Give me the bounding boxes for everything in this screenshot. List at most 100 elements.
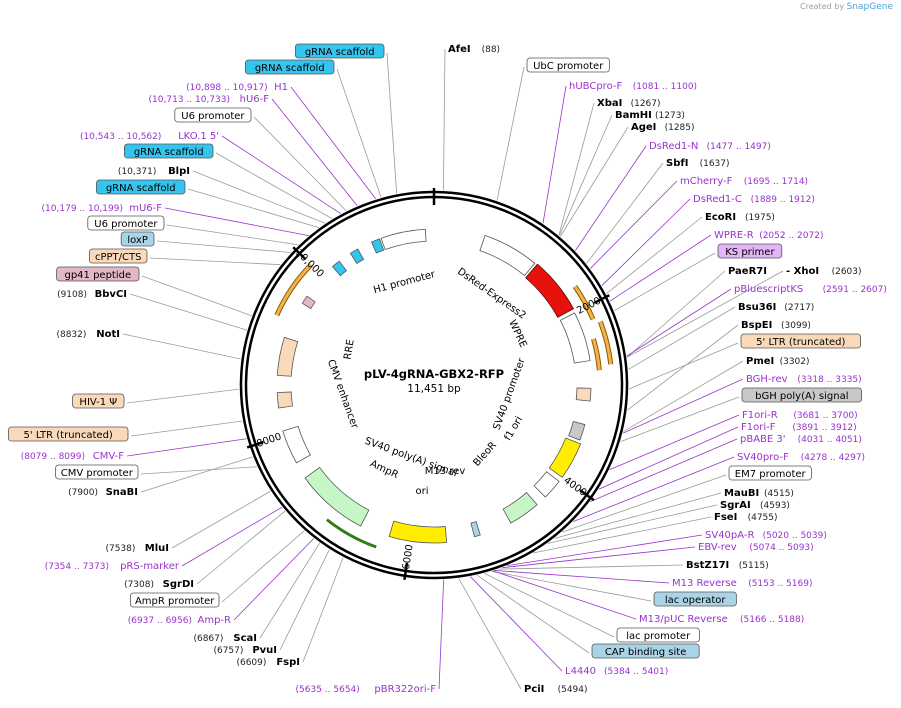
leader-line xyxy=(181,506,283,567)
leader-line xyxy=(627,324,739,411)
leader-line xyxy=(484,573,615,638)
leader-line xyxy=(609,234,712,302)
primer-label: SV40pro-F xyxy=(737,452,789,463)
position-label: (1889 .. 1912) xyxy=(751,195,815,205)
feature-label-box xyxy=(294,43,385,59)
primer-label: DsRed1-N xyxy=(649,141,698,152)
bleor-feature xyxy=(502,492,538,524)
sv40-promoter-feature xyxy=(533,471,560,498)
leader-line xyxy=(271,98,358,207)
enzyme-label: BstZ17I xyxy=(686,560,729,571)
leader-line xyxy=(129,293,247,331)
position-label: (3302) xyxy=(780,357,810,367)
leader-line xyxy=(221,530,305,603)
leader-line xyxy=(140,466,257,475)
position-label: (3891 .. 3912) xyxy=(792,423,856,433)
feature-label-box xyxy=(717,243,783,259)
enzyme-label: XbaI xyxy=(597,98,622,109)
position-label: (3681 .. 3700) xyxy=(793,411,857,421)
leader-line xyxy=(498,564,684,570)
feature-label: EM7 promoter xyxy=(735,469,807,480)
leader-line xyxy=(590,180,678,269)
leader-line xyxy=(458,578,522,690)
enzyme-label: BlpI xyxy=(168,166,190,177)
position-label: (5153 .. 5169) xyxy=(748,579,812,589)
feature-label-box xyxy=(616,627,700,643)
enzyme-label: ScaI xyxy=(233,633,257,644)
plasmid-name: pLV-4gRNA-GBX2-RFP xyxy=(364,367,504,381)
feature-label: 5' LTR (truncated) xyxy=(756,337,845,348)
feature-label: AmpR promoter xyxy=(135,596,215,607)
position-label: (7900) xyxy=(68,488,98,498)
tick-mark xyxy=(292,246,307,260)
leader-line xyxy=(598,426,739,490)
feature-label: CMV promoter xyxy=(61,468,134,479)
position-label: (5494) xyxy=(558,685,588,695)
credit-prefix: Created by xyxy=(800,2,845,11)
primer-label: pBluescriptKS xyxy=(734,284,803,295)
feature-label-box xyxy=(120,231,155,247)
feature-label: bGH poly(A) signal xyxy=(755,391,848,402)
wpre-orange-arrow-fill xyxy=(573,285,595,321)
tick-mark xyxy=(403,562,409,580)
position-label: (1975) xyxy=(745,213,775,223)
primer-label: F1ori-F xyxy=(741,422,776,433)
tick-label: 6000 xyxy=(401,544,416,571)
leader-line xyxy=(259,542,321,639)
leader-line xyxy=(606,216,703,295)
feature-label: U6 promoter xyxy=(181,111,245,122)
position-label: (1637) xyxy=(700,159,730,169)
position-label: (88) xyxy=(482,45,500,55)
primer-label: BGH-rev xyxy=(746,374,788,385)
enzyme-label: SnaBI xyxy=(106,487,138,498)
bgh-feature xyxy=(568,421,586,441)
enzyme-label: SbfI xyxy=(666,158,688,169)
primer-label: EBV-rev xyxy=(698,542,737,553)
leader-line xyxy=(166,224,299,246)
leader-line xyxy=(609,414,740,471)
leader-line xyxy=(559,114,613,236)
leader-line xyxy=(628,306,736,370)
enzyme-label: PmeI xyxy=(746,356,774,367)
leader-line xyxy=(386,52,398,194)
enzyme-label: Bsu36I xyxy=(738,302,776,313)
leader-line xyxy=(336,68,382,198)
enzyme-label: NotI xyxy=(96,329,120,340)
ltr-orange-arrow-2-fill xyxy=(592,338,601,371)
lac-feature xyxy=(470,521,481,538)
primer-label: Amp-R xyxy=(198,615,232,626)
tick-label: 10,000 xyxy=(293,247,326,279)
enzyme-label: MluI xyxy=(145,543,169,554)
primer-label: LKO.1 5' xyxy=(178,131,219,142)
position-label: (1285) xyxy=(665,123,695,133)
position-label: (2717) xyxy=(784,303,814,313)
feature-label: loxP xyxy=(127,235,148,246)
leader-line xyxy=(156,240,291,253)
leader-line xyxy=(628,342,739,390)
inner-feature-label: AmpR xyxy=(368,458,400,481)
position-label: (5384 .. 5401) xyxy=(604,667,668,677)
position-label: (4278 .. 4297) xyxy=(801,453,865,463)
leader-lines xyxy=(122,48,784,690)
leader-line xyxy=(492,570,637,620)
feature-label-box xyxy=(728,465,812,481)
ampr-green-arrow xyxy=(326,518,377,549)
position-label: (8832) xyxy=(56,330,86,340)
enzyme-label: BamHI xyxy=(615,110,652,121)
enzyme-label: - XhoI xyxy=(786,266,819,277)
rre-feature xyxy=(276,336,299,377)
position-label: (9108) xyxy=(57,290,87,300)
leader-line xyxy=(126,438,247,457)
feature-label-box xyxy=(72,393,125,409)
position-label: (10,179 .. 10,199) xyxy=(42,204,123,214)
position-label: (6609) xyxy=(236,658,266,668)
feature-label-box xyxy=(741,387,862,403)
leader-line xyxy=(502,546,696,569)
enzyme-label: FspI xyxy=(276,657,300,668)
ampr-feature xyxy=(304,466,370,527)
leader-line xyxy=(126,388,240,404)
leader-line xyxy=(586,162,664,264)
ubc-promoter-feature xyxy=(479,234,536,277)
